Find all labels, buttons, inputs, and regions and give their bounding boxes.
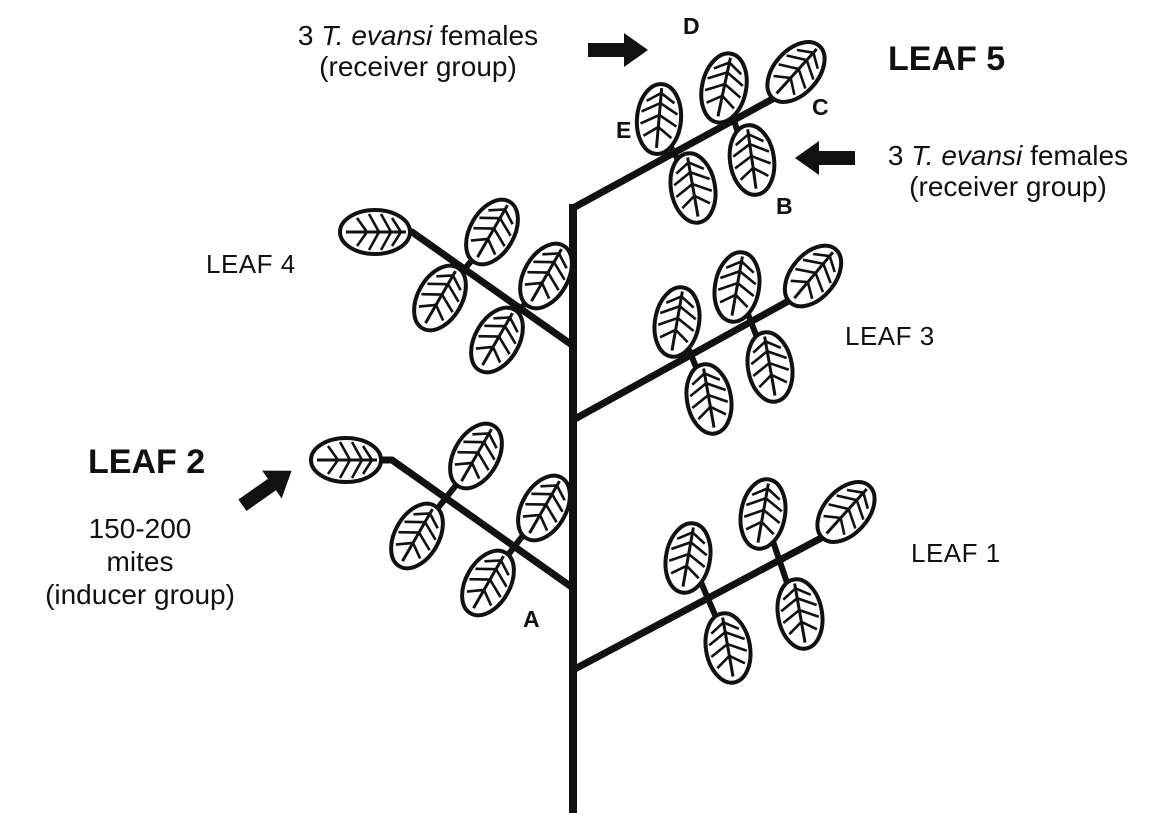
leaf1-label: LEAF 1 — [911, 539, 1001, 568]
leaf2-leaflets — [311, 415, 581, 625]
leaflet-leaf2-upper1 — [439, 415, 512, 498]
leaflet-e — [634, 82, 684, 156]
leaf4-leaflets — [340, 191, 583, 382]
leaflet-label-e: E — [616, 118, 631, 144]
leaflet-leaf3-upper1 — [709, 249, 764, 326]
arrow-right-icon — [588, 33, 648, 67]
leaflet-leaf1-upper2 — [660, 520, 715, 597]
receiver-right-label: 3 T. evansi females (receiver group) — [848, 140, 1168, 203]
leaf4-label: LEAF 4 — [206, 250, 296, 279]
inducer-mites: mites — [0, 545, 280, 578]
receiver-right-group: (receiver group) — [848, 171, 1168, 202]
leaflet-leaf5-lower — [665, 150, 720, 227]
leaflet-leaf2-lower1 — [380, 495, 453, 578]
leaf1-leaflets — [660, 471, 886, 686]
receiver-top-group: (receiver group) — [258, 51, 578, 82]
leaflet-leaf1-upper1 — [735, 476, 790, 553]
inducer-count: 150-200 — [0, 512, 280, 545]
leaflet-leaf3-lower2 — [681, 361, 736, 438]
arrow-up-right-icon — [233, 457, 302, 519]
leaf5-label: LEAF 5 — [888, 40, 1005, 78]
leaflet-label-c: C — [812, 95, 829, 121]
receiver-top-label: 3 T. evansi females (receiver group) — [258, 20, 578, 83]
leaflet-leaf1-lower2 — [700, 610, 755, 687]
leaflet-label-d: D — [683, 14, 700, 40]
leaflet-leaf3-lower1 — [742, 329, 797, 406]
leaflet-b — [725, 122, 778, 197]
leaf2-label: LEAF 2 — [88, 443, 205, 481]
leaf3-label: LEAF 3 — [845, 322, 935, 351]
inducer-group: (inducer group) — [0, 578, 280, 611]
leaflet-leaf2-terminal — [311, 438, 381, 482]
leaflet-leaf2-lower2 — [451, 542, 524, 625]
leaflet-leaf1-lower1 — [772, 576, 827, 653]
inducer-label: 150-200 mites (inducer group) — [0, 512, 280, 611]
arrow-left-icon — [795, 141, 855, 175]
leaflet-leaf4-upper1 — [455, 191, 528, 274]
leaf3-leaflets — [649, 235, 852, 437]
leaflet-label-a: A — [523, 607, 540, 633]
leaflet-label-b: B — [776, 194, 793, 220]
leaflet-leaf4-terminal — [340, 210, 410, 254]
receiver-top-line1: 3 T. evansi females — [258, 20, 578, 51]
receiver-right-line1: 3 T. evansi females — [848, 140, 1168, 171]
